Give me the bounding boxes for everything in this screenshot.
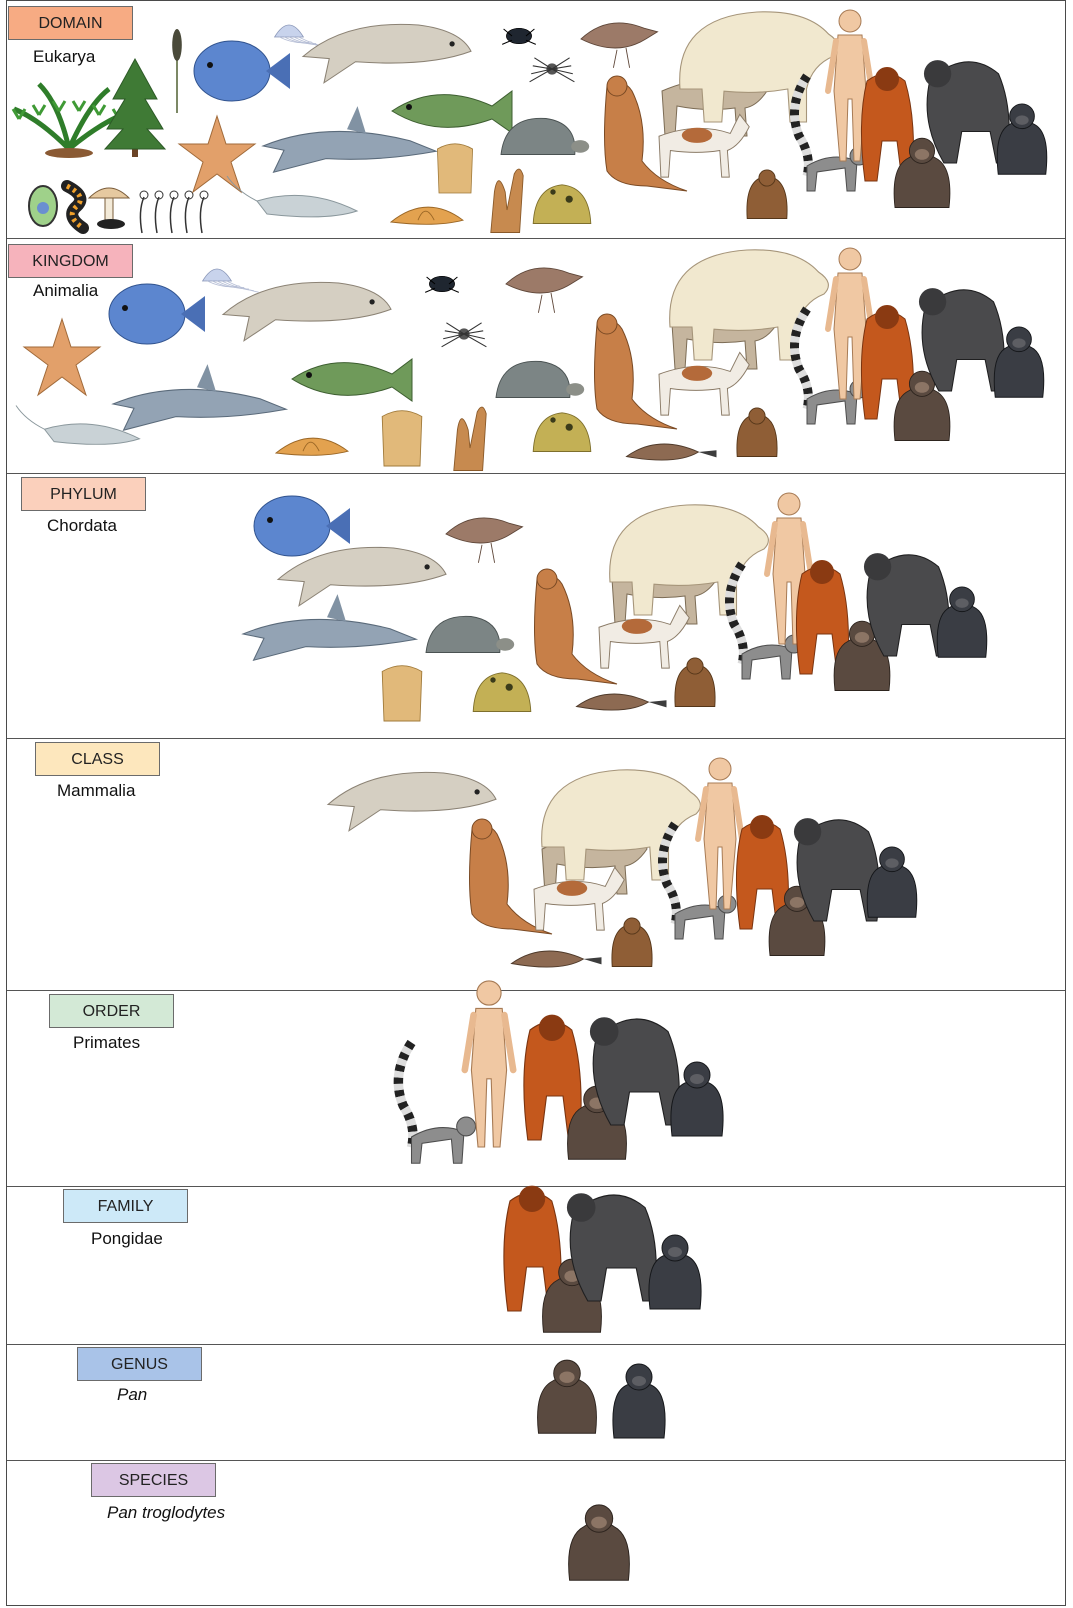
beaver-illustration — [612, 918, 652, 967]
chimp-illustration — [569, 1505, 630, 1580]
rank-label-kingdom: KINGDOM — [8, 244, 133, 278]
bird-illustration — [506, 268, 583, 313]
rank-row-family: FAMILY Pongidae — [7, 1187, 1065, 1345]
mold-illustration — [140, 191, 208, 233]
bass-illustration — [392, 91, 512, 133]
gorilla-illustration — [924, 60, 1009, 163]
dolphin-illustration — [278, 547, 446, 605]
rank-label-class: CLASS — [35, 742, 160, 776]
platypus-illustration — [577, 694, 667, 710]
rank-row-genus: GENUS Pan — [7, 1345, 1065, 1461]
human-illustration — [698, 758, 742, 909]
taxon-name-phylum: Chordata — [47, 516, 117, 536]
sponge-illustration — [437, 144, 472, 193]
bear-illustration — [680, 12, 839, 122]
fish-illustration — [254, 496, 350, 556]
turtle-illustration — [426, 616, 514, 652]
rank-row-species: SPECIES Pan troglodytes — [7, 1461, 1065, 1607]
taxon-name-kingdom: Animalia — [33, 281, 98, 301]
fish-illustration — [109, 284, 205, 344]
taxon-name-order: Primates — [73, 1033, 140, 1053]
rank-row-order: ORDER Primates — [7, 991, 1065, 1187]
taxon-name-class: Mammalia — [57, 781, 135, 801]
platypus-illustration — [512, 951, 602, 967]
turtle-illustration — [496, 361, 584, 397]
dog-illustration — [659, 352, 749, 415]
beaver-illustration — [675, 658, 715, 707]
gorilla-illustration — [864, 553, 949, 656]
rank-label-species: SPECIES — [91, 1463, 216, 1497]
rank-label-order: ORDER — [49, 994, 174, 1028]
sponge-illustration — [382, 666, 422, 721]
beetle-illustration — [425, 276, 459, 292]
kingdom-organisms — [7, 239, 1065, 473]
rank-row-class: CLASS Mammalia — [7, 739, 1065, 991]
shrimp-illustration — [16, 406, 140, 445]
dolphin-illustration — [223, 282, 391, 340]
mushroom-illustration — [89, 188, 129, 229]
grass-illustration — [172, 29, 182, 113]
chimp-illustration — [538, 1360, 597, 1433]
taxon-name-domain: Eukarya — [33, 47, 95, 67]
bonobo-illustration — [613, 1364, 665, 1438]
snail-illustration — [391, 207, 463, 224]
shark-illustration — [243, 594, 416, 660]
sponge2-illustration — [454, 407, 486, 470]
bonobo-illustration — [649, 1235, 701, 1309]
bird-illustration — [446, 518, 523, 563]
starfish-illustration — [24, 319, 100, 395]
turtle-illustration — [501, 118, 589, 154]
spider-illustration — [442, 323, 487, 347]
dolphin-illustration — [303, 24, 471, 82]
rank-row-phylum: PHYLUM Chordata — [7, 474, 1065, 739]
centipede-illustration — [67, 186, 83, 228]
gorilla-illustration — [919, 288, 1004, 391]
gorilla-illustration — [567, 1193, 656, 1301]
bird-illustration — [581, 23, 658, 68]
spider-illustration — [530, 58, 575, 82]
jellyfish-illustration — [203, 269, 259, 292]
frog-illustration — [533, 185, 591, 224]
conifer-illustration — [105, 59, 165, 157]
domain-organisms — [7, 1, 1065, 238]
starfish-illustration — [179, 116, 255, 192]
dolphin-illustration — [328, 772, 496, 830]
snail-illustration — [276, 438, 348, 455]
rank-label-family: FAMILY — [63, 1189, 188, 1223]
rank-label-domain: DOMAIN — [8, 6, 133, 40]
rank-label-genus: GENUS — [77, 1347, 202, 1381]
rank-row-kingdom: KINGDOM Animalia — [7, 239, 1065, 474]
bass-illustration — [292, 359, 412, 401]
gorilla-illustration — [590, 1017, 679, 1125]
beaver-illustration — [737, 408, 777, 457]
taxon-name-genus: Pan — [117, 1385, 147, 1405]
class-organisms — [7, 739, 1065, 990]
shrimp-illustration — [227, 176, 357, 217]
taxon-name-family: Pongidae — [91, 1229, 163, 1249]
fish-illustration — [194, 41, 290, 101]
sponge-illustration — [382, 411, 422, 466]
rank-label-phylum: PHYLUM — [21, 477, 146, 511]
sponge2-illustration — [491, 169, 523, 232]
euglena-illustration — [29, 186, 57, 226]
beaver-illustration — [747, 170, 787, 219]
rank-row-domain: DOMAIN Eukarya — [7, 1, 1065, 239]
taxon-name-species: Pan troglodytes — [107, 1503, 225, 1523]
gorilla-illustration — [794, 818, 879, 921]
beetle-illustration — [502, 28, 536, 44]
phylum-organisms — [7, 474, 1065, 738]
frog-illustration — [533, 413, 591, 452]
frog-illustration — [473, 673, 531, 712]
shark-illustration — [113, 364, 286, 430]
platypus-illustration — [627, 444, 717, 460]
